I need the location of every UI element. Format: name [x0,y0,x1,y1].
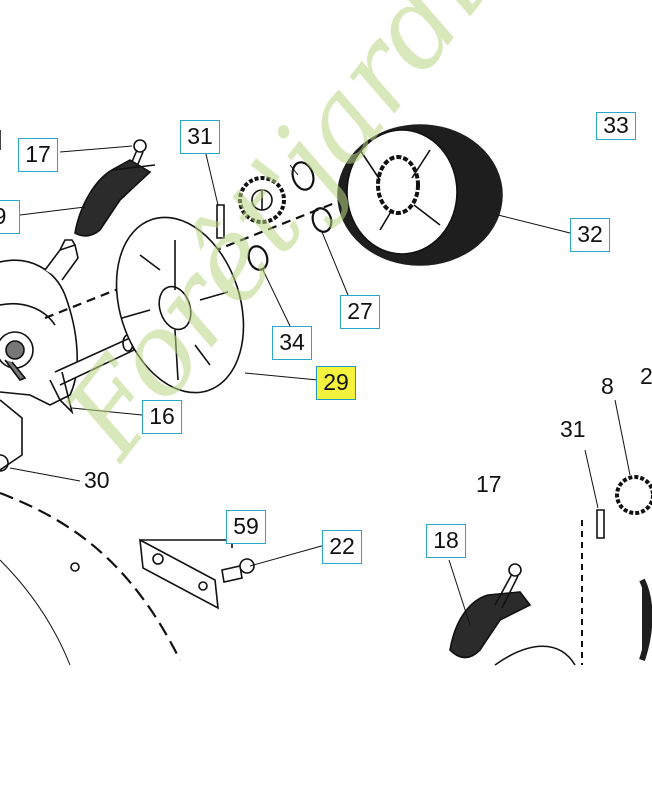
leader-lines [9,145,319,482]
wheel-hub-plate-29 [115,216,245,394]
lever-grip-18 [448,559,532,659]
label-17: 17 [476,471,502,497]
pin-31a [204,149,225,239]
callout-18: 18 [426,524,466,558]
callout-32: 32 [570,218,610,252]
knob-pin-17b [494,563,522,609]
gear-top [238,176,286,224]
callout-16: 16 [142,400,182,434]
lever-grip-9 [74,159,156,237]
rear-wheel-32 [337,124,571,266]
callout-29-highlighted: 29 [316,366,356,400]
callout-17: 17 [18,138,58,172]
callout-33: 33 [596,112,636,140]
label-31: 31 [560,416,586,442]
bracket-59 [139,538,233,610]
gear-lower [614,399,652,515]
callout-59: 59 [226,510,266,544]
wheel-rim-lower [494,645,576,666]
callout-34: 34 [272,326,312,360]
label-2: 2 [640,363,652,389]
outer-arc [0,559,71,666]
wheel-arc [0,491,181,661]
gearbox-16 [0,239,135,415]
frame-edge [0,130,23,471]
callout-9: 9 [0,200,20,234]
callout-31: 31 [180,120,220,154]
callout-22: 22 [322,530,362,564]
label-8: 8 [601,373,614,399]
washer-34 [247,245,291,327]
washer-top [291,161,315,191]
washer-27 [311,207,349,296]
bolt-22 [221,544,326,583]
label-30: 30 [84,467,110,493]
callout-27: 27 [340,295,380,329]
pin-31b [584,449,605,539]
